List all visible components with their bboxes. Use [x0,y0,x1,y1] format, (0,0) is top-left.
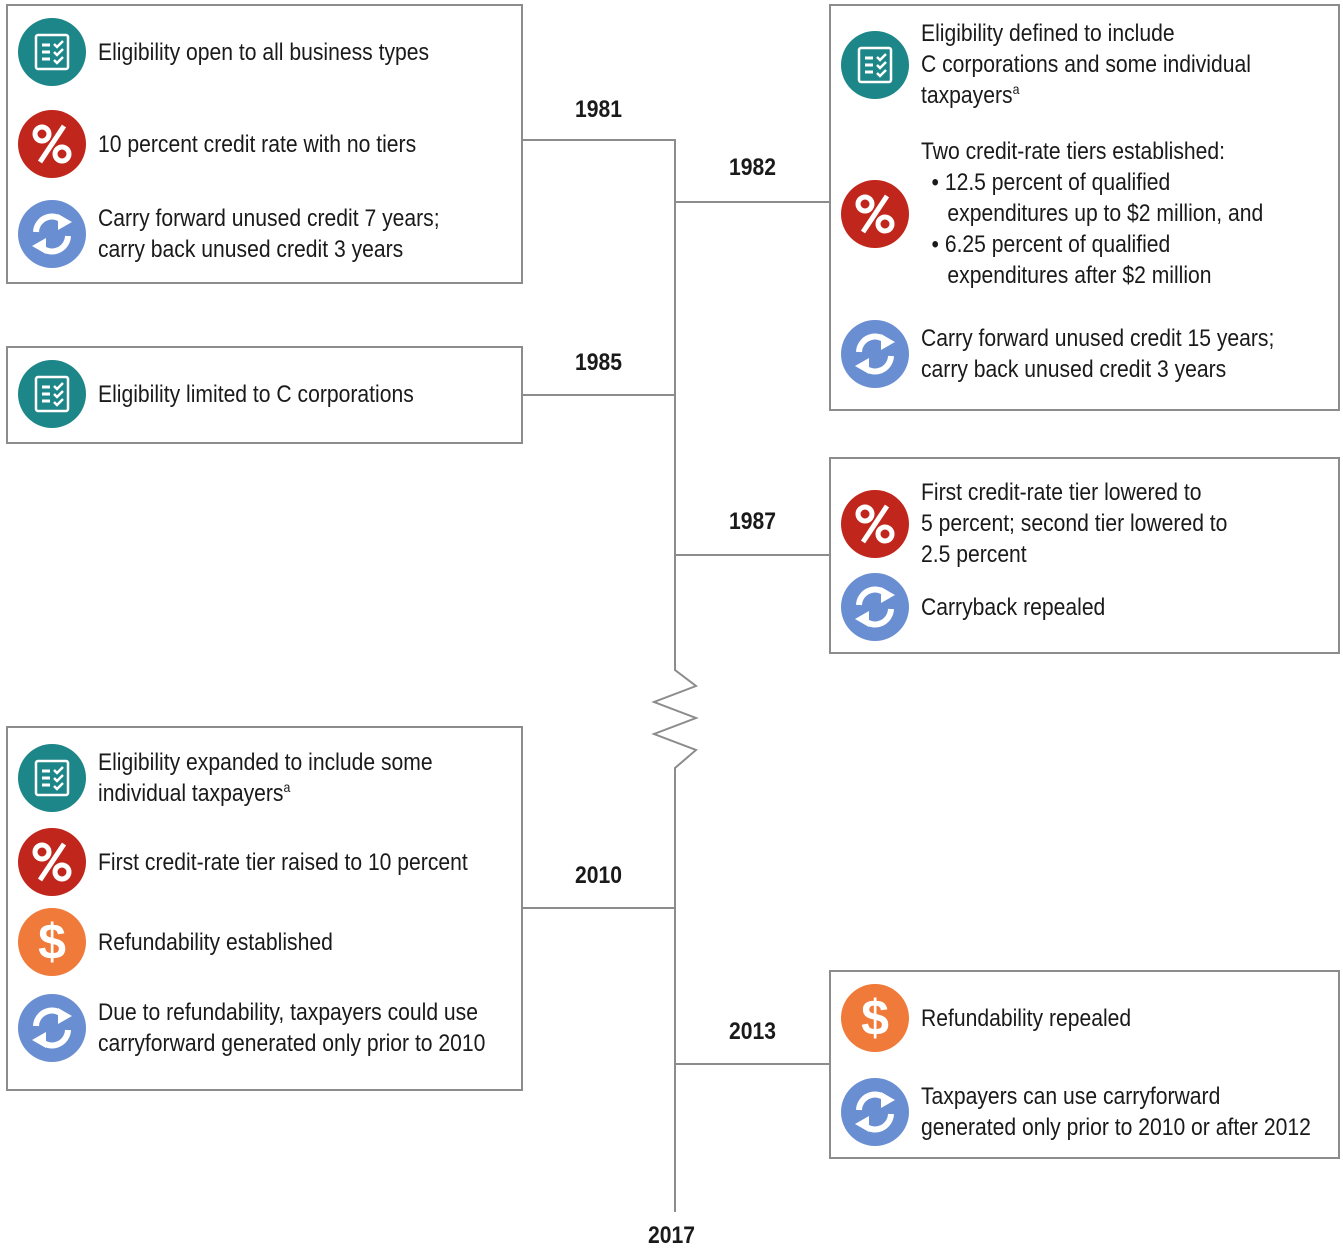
eligibility-item: Eligibility expanded to include some ind… [18,744,513,812]
carry-text: Carry forward unused credit 15 years; ca… [921,323,1274,385]
year-label-2017: 2017 [648,1222,695,1249]
checklist-icon [18,18,86,86]
carry-text-line2: generated only prior to 2010 or after 20… [921,1114,1311,1141]
carry-text-line1: Carry forward unused credit 7 years; [98,205,440,232]
checklist-icon [18,360,86,428]
carry-item: Taxpayers can use carryforward generated… [841,1078,1330,1146]
timeline-axis-lower [674,770,676,1212]
percent-icon [841,489,909,558]
carry-text-line1: Taxpayers can use carryforward [921,1083,1221,1110]
refund-item: $ Refundability established [18,908,513,976]
connector-1982 [674,201,831,203]
eligibility-text-line2-main: individual taxpayers [98,780,284,807]
carry-item: Carryback repealed [841,573,1330,641]
checklist-icon [18,744,86,812]
refresh-arrows-icon [841,320,909,388]
dollar-icon: $ [841,984,909,1052]
eligibility-text: Eligibility limited to C corporations [98,380,414,408]
year-label-2013: 2013 [729,1018,776,1045]
box-1981: Eligibility open to all business types 1… [6,4,523,284]
rate-item: First credit-rate tier lowered to 5 perc… [841,477,1330,570]
box-2010: Eligibility expanded to include some ind… [6,726,523,1091]
eligibility-item: Eligibility limited to C corporations [18,360,513,428]
box-2013: $ Refundability repealed Taxpayers can u… [829,970,1340,1159]
percent-icon [18,110,86,178]
year-label-1981: 1981 [575,96,622,123]
eligibility-text: Eligibility defined to include C corpora… [921,18,1251,111]
box-1982: Eligibility defined to include C corpora… [829,4,1340,411]
connector-1987 [674,554,831,556]
refresh-arrows-icon [841,1078,909,1146]
rate-text-line3: 2.5 percent [921,541,1027,568]
carry-text: Due to refundability, taxpayers could us… [98,997,485,1059]
carry-text: Carryback repealed [921,593,1106,621]
percent-icon [18,828,86,896]
refund-item: $ Refundability repealed [841,984,1330,1052]
rate-item: 10 percent credit rate with no tiers [18,110,513,178]
rate-text-line2: 5 percent; second tier lowered to [921,510,1228,537]
connector-2010 [521,907,676,909]
box-1987: First credit-rate tier lowered to 5 perc… [829,457,1340,654]
connector-1985 [521,394,676,396]
refund-text: Refundability established [98,928,333,956]
timeline-break-icon [651,668,699,772]
dollar-icon: $ [18,908,86,976]
rate-text: 10 percent credit rate with no tiers [98,130,417,158]
carry-item: Carry forward unused credit 15 years; ca… [841,320,1330,388]
year-label-1982: 1982 [729,154,776,181]
carry-item: Carry forward unused credit 7 years; car… [18,200,513,268]
footnote-marker: a [1012,81,1020,97]
year-label-1985: 1985 [575,349,622,376]
footnote-marker: a [283,779,291,795]
year-label-1987: 1987 [729,508,776,535]
eligibility-text-line3-main: taxpayers [921,82,1013,109]
eligibility-item: Eligibility defined to include C corpora… [841,18,1330,111]
carry-text: Taxpayers can use carryforward generated… [921,1081,1311,1143]
eligibility-text-line1: Eligibility defined to include [921,20,1175,47]
connector-1981 [521,139,676,141]
rate-text: Two credit-rate tiers established: • 12.… [921,136,1263,291]
eligibility-text-line1: Eligibility expanded to include some [98,749,433,776]
rate-bullet-1-cont: expenditures up to $2 million, and [947,200,1264,227]
connector-2013 [674,1063,831,1065]
rate-text: First credit-rate tier lowered to 5 perc… [921,477,1227,570]
rate-item: First credit-rate tier raised to 10 perc… [18,828,513,896]
eligibility-text-line2: C corporations and some individual [921,51,1251,78]
refresh-arrows-icon [18,994,86,1062]
rate-text-line1: First credit-rate tier lowered to [921,479,1202,506]
eligibility-item: Eligibility open to all business types [18,18,513,86]
box-1985: Eligibility limited to C corporations [6,346,523,444]
carry-text-line1: Carry forward unused credit 15 years; [921,325,1275,352]
carry-text: Carry forward unused credit 7 years; car… [98,203,440,265]
rate-bullet-2: • 6.25 percent of qualified [931,231,1171,258]
refund-text: Refundability repealed [921,1004,1132,1032]
rate-bullet-2-cont: expenditures after $2 million [947,262,1212,289]
refresh-arrows-icon [18,200,86,268]
rate-text: First credit-rate tier raised to 10 perc… [98,848,468,876]
year-label-2010: 2010 [575,862,622,889]
svg-text:$: $ [38,914,66,970]
eligibility-text-line2: individual taxpayersa [98,778,433,809]
rate-intro: Two credit-rate tiers established: [921,138,1226,165]
svg-text:$: $ [861,990,889,1046]
carry-item: Due to refundability, taxpayers could us… [18,994,513,1062]
carry-text-line2: carry back unused credit 3 years [98,236,404,263]
timeline-axis-upper [674,140,676,668]
eligibility-text: Eligibility expanded to include some ind… [98,747,433,809]
rate-item: Two credit-rate tiers established: • 12.… [841,136,1330,291]
checklist-icon [841,30,909,99]
percent-icon [841,179,909,248]
carry-text-line1: Due to refundability, taxpayers could us… [98,999,478,1026]
carry-text-line2: carryforward generated only prior to 201… [98,1030,486,1057]
eligibility-text-line3: taxpayersa [921,80,1251,111]
rate-bullet-1: • 12.5 percent of qualified [931,169,1171,196]
refresh-arrows-icon [841,573,909,641]
eligibility-text: Eligibility open to all business types [98,38,430,66]
carry-text-line2: carry back unused credit 3 years [921,356,1227,383]
